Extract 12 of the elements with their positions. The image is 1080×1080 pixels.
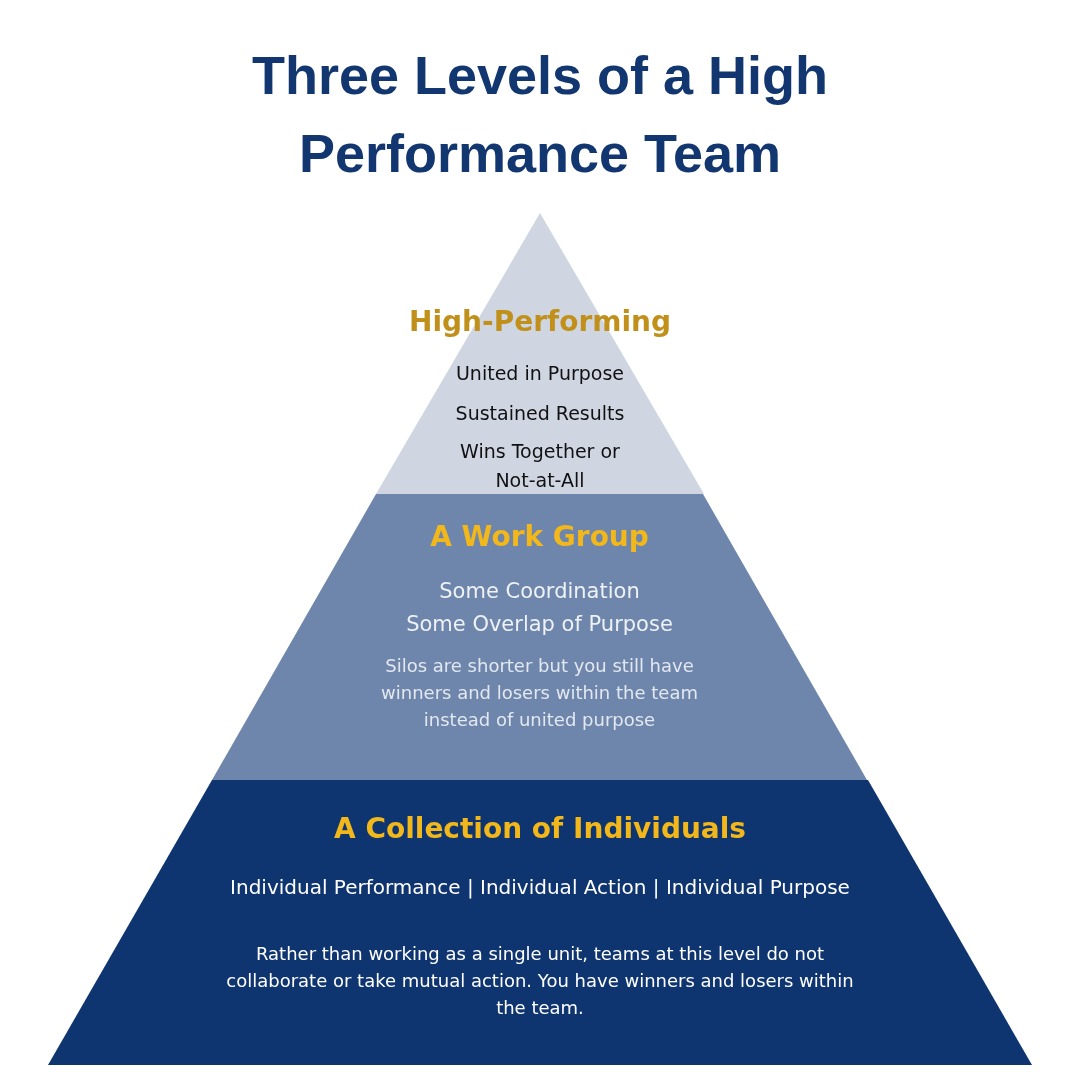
tier-heading: High-Performing — [408, 305, 672, 339]
title: Three Levels of a High Performance Team — [250, 44, 830, 186]
tier-text: Rather than working as a single unit, teams at this level do not collaborate or take mutual action. You have winners and losers within the team. — [225, 942, 855, 1020]
tier-text: Some Overlap of Purpose — [405, 611, 674, 638]
tier-heading: A Collection of Individuals — [333, 812, 747, 846]
tier-text: United in Purpose — [454, 361, 626, 386]
tier-text: Sustained Results — [454, 401, 626, 426]
tier-text: Wins Together or Not-at-All — [459, 439, 621, 493]
tier-heading: A Work Group — [429, 520, 650, 554]
tier-text: Individual Performance | Individual Action | Individual Purpose — [229, 874, 851, 901]
tier-text: Some Coordination — [438, 578, 641, 605]
tier-text: Silos are shorter but you still have winners and losers within the team instead of united purpose — [380, 654, 699, 732]
